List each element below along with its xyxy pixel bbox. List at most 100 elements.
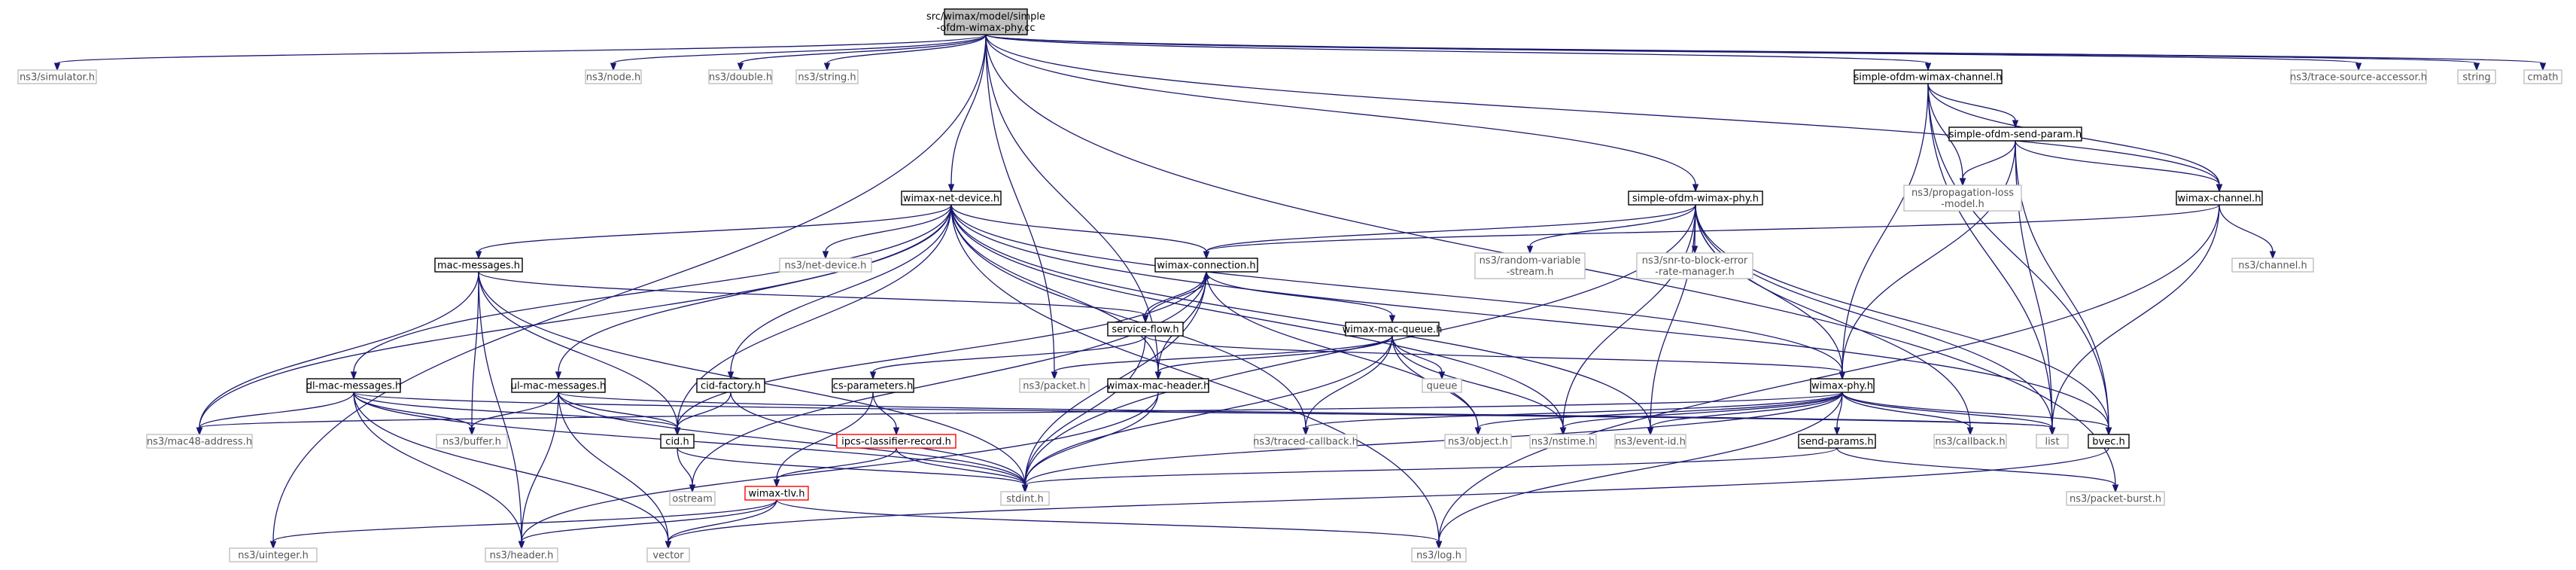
node-label: cid.h	[665, 437, 689, 448]
node-box	[2457, 69, 2496, 84]
node-box	[485, 547, 558, 562]
node-label: cid-factory.h	[701, 381, 761, 392]
edge-w_phy-to-tracedcb	[1302, 392, 1843, 436]
node-mac_msgs[interactable]: mac-messages.h	[434, 258, 523, 273]
node-ul_mac[interactable]: ul-mac-messages.h	[511, 378, 607, 393]
node-cs_params[interactable]: cs-parameters.h	[832, 378, 914, 393]
node-so_send[interactable]: simple-ofdm-send-param.h	[1948, 126, 2082, 142]
node-box	[832, 378, 914, 393]
node-label: ns3/node.h	[586, 72, 640, 84]
edge-root-to-packet	[985, 34, 1058, 380]
edge-line	[471, 392, 559, 428]
node-label: ns3/channel.h	[2238, 261, 2307, 272]
node-box	[901, 191, 1002, 206]
node-label: -stream.h	[1507, 267, 1554, 278]
node-label: ns3/simulator.h	[20, 72, 95, 84]
node-label: src/wimax/model/simple	[926, 11, 1045, 23]
edge-line	[1206, 204, 1696, 252]
edge-w_phy-to-nstime	[1559, 392, 1843, 436]
edge-line	[1927, 83, 2053, 428]
edge-svc_flow-to-cs_params	[869, 335, 1146, 380]
node-label: queue	[1427, 381, 1458, 392]
node-box	[1000, 491, 1050, 506]
node-box	[779, 258, 872, 273]
edge-so_phy-to-nstime	[1559, 204, 1696, 436]
edge-line	[1650, 204, 1696, 428]
node-box	[708, 69, 773, 84]
edge-w_phy-to-callback	[1842, 392, 1974, 436]
node-root[interactable]: src/wimax/model/simple-ofdm-wimax-phy.cc	[926, 8, 1045, 35]
node-net_device[interactable]: wimax-net-device.h	[901, 191, 1002, 206]
node-object: ns3/object.h	[1444, 434, 1512, 449]
arrowhead-icon	[1435, 541, 1443, 550]
node-box	[1948, 126, 2082, 142]
nodes-layer: src/wimax/model/simple-ofdm-wimax-phy.cc…	[17, 8, 2562, 562]
node-stdint: stdint.h	[1000, 491, 1050, 506]
node-svc_flow[interactable]: service-flow.h	[1107, 322, 1184, 337]
node-box	[1444, 434, 1512, 449]
node-box	[1019, 378, 1090, 393]
edge-line	[985, 34, 2544, 64]
node-buffer: ns3/buffer.h	[436, 434, 508, 449]
edge-line	[985, 34, 2359, 64]
edge-line	[1836, 447, 2116, 486]
arrowhead-icon	[1388, 315, 1396, 324]
node-box	[1254, 434, 1358, 449]
node-send_params[interactable]: send-params.h	[1798, 434, 1876, 449]
edge-line	[1438, 204, 2220, 542]
edge-line	[471, 271, 479, 428]
edge-so_send-to-bvec	[2015, 140, 2112, 436]
node-uinteger: ns3/uinteger.h	[229, 547, 318, 562]
node-cmath: cmath	[2523, 69, 2562, 84]
edge-net_device-to-cid	[674, 204, 952, 436]
edge-line	[950, 204, 1564, 428]
node-label: ns3/net-device.h	[785, 261, 867, 272]
node-so_channel[interactable]: simple-ofdm-wimax-channel.h	[1854, 69, 2003, 84]
arrowhead-icon	[1474, 427, 1482, 436]
node-eventid: ns3/event-id.h	[1614, 434, 1686, 449]
edge-line	[668, 499, 777, 542]
node-rand: ns3/random-variable-stream.h	[1474, 252, 1586, 279]
edge-w_phy-to-object	[1474, 392, 1843, 436]
node-label: ipcs-classifier-record.h	[841, 437, 951, 448]
edge-mac_queue-to-packet	[1051, 335, 1393, 380]
node-w_channel[interactable]: wimax-channel.h	[2176, 191, 2263, 206]
edge-w_phy-to-eventid	[1647, 392, 1843, 436]
edge-so_send-to-w_channel	[2015, 140, 2223, 193]
node-bvec[interactable]: bvec.h	[2088, 434, 2130, 449]
node-w_phy[interactable]: wimax-phy.h	[1810, 378, 1875, 393]
edge-line	[1391, 335, 1443, 373]
node-box	[1529, 434, 1597, 449]
node-mac_header[interactable]: wimax-mac-header.h	[1107, 378, 1210, 393]
node-label: vector	[652, 550, 684, 562]
node-mac_queue[interactable]: wimax-mac-queue.h	[1343, 322, 1443, 337]
edge-line	[353, 392, 522, 542]
node-so_phy[interactable]: simple-ofdm-wimax-phy.h	[1628, 191, 1763, 206]
node-box	[1903, 184, 2022, 212]
edge-send_params-to-packet_burst	[1836, 447, 2119, 493]
node-cid[interactable]: cid.h	[660, 434, 695, 449]
arrowhead-icon	[947, 184, 955, 193]
edge-ul_mac-to-header	[518, 392, 559, 550]
edge-line	[825, 204, 952, 252]
edge-line	[776, 499, 1440, 542]
node-cid_factory[interactable]: cid-factory.h	[696, 378, 765, 393]
edge-line	[1842, 140, 2016, 373]
edge-line	[353, 392, 473, 428]
node-label: send-params.h	[1800, 437, 1873, 448]
edge-line	[730, 204, 952, 373]
edge-line	[1529, 204, 1696, 247]
edge-line	[776, 447, 897, 480]
node-w_conn[interactable]: wimax-connection.h	[1154, 258, 1258, 273]
arrowhead-icon	[2216, 184, 2223, 193]
arrowhead-icon	[823, 62, 831, 72]
node-string_ns3: ns3/string.h	[795, 69, 859, 84]
node-label: wimax-mac-header.h	[1107, 381, 1210, 392]
arrowhead-icon	[1838, 371, 1846, 380]
node-dl_mac[interactable]: dl-mac-messages.h	[306, 378, 402, 393]
edge-w_tlv-to-vector	[665, 499, 777, 550]
edge-root-to-node	[610, 34, 987, 72]
edge-line	[950, 204, 1207, 252]
edge-bvec-to-vector	[665, 447, 2109, 550]
edge-line	[740, 34, 987, 64]
